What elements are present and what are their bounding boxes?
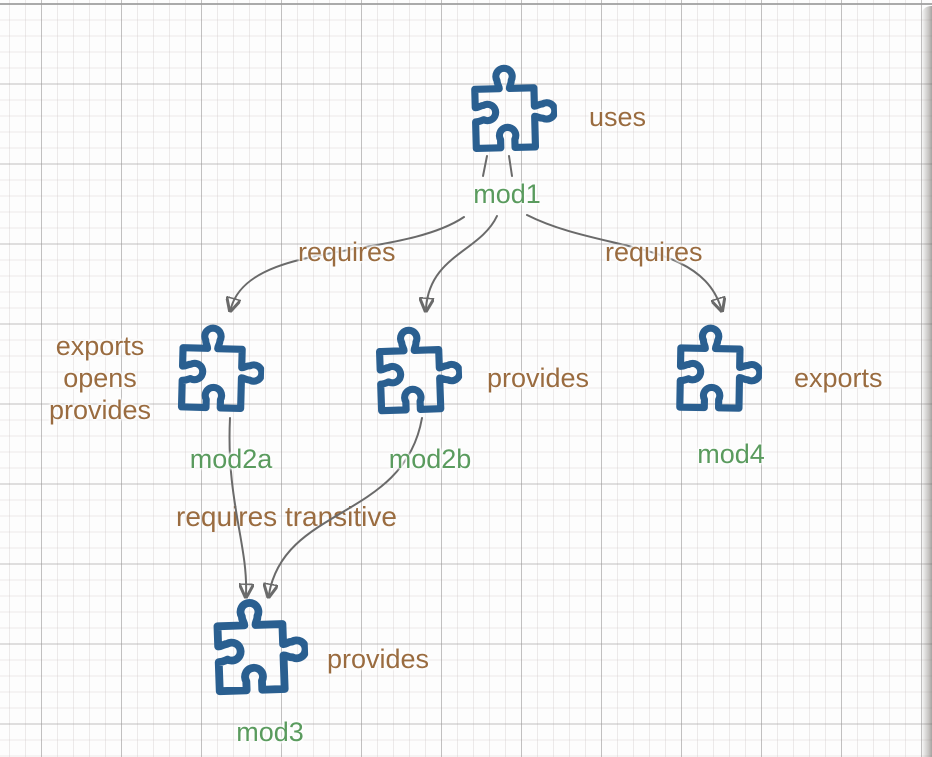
arrow-mod1-mod2b [426,215,498,308]
annotation-mod4-exports: exports [794,363,883,393]
annotation-mod2a-exports: exports [55,331,145,361]
puzzle-icon-mod2b [358,322,463,427]
page-top-rule [0,3,932,5]
annotation-mod1-uses: uses [589,102,647,132]
annotation-mod2a-provides: provides [48,395,152,425]
arrow-stub-mod1-right [508,155,513,177]
puzzle-icon-mod4 [659,321,763,425]
annotation-mod2b-provides: provides [487,363,590,393]
annotation-mod2a-block: exports opens provides [0,330,205,426]
arrow-stub-mod1-left [482,155,488,177]
module-name-mod3: mod3 [236,717,304,747]
edge-label-requires-right: requires [605,237,703,267]
arrow-mod2a-mod3 [228,417,247,594]
page-right-shadow [921,6,932,757]
module-name-mod1: mod1 [473,179,541,209]
arrow-mod1-mod4 [526,214,721,308]
module-name-mod2b: mod2b [388,444,472,474]
edge-label-requires-left: requires [298,237,396,267]
annotation-mod2a-opens: opens [63,363,137,393]
arrow-mod1-mod2a [231,216,465,308]
module-name-mod4: mod4 [697,439,765,469]
puzzle-icon-mod1 [454,61,559,166]
edge-label-requires-transitive: requires transitive [176,501,397,532]
module-name-mod2a: mod2a [189,444,273,474]
annotation-mod3-provides: provides [327,644,430,674]
puzzle-icon-mod3 [194,594,310,710]
arrow-mod2b-mod3 [269,417,423,594]
